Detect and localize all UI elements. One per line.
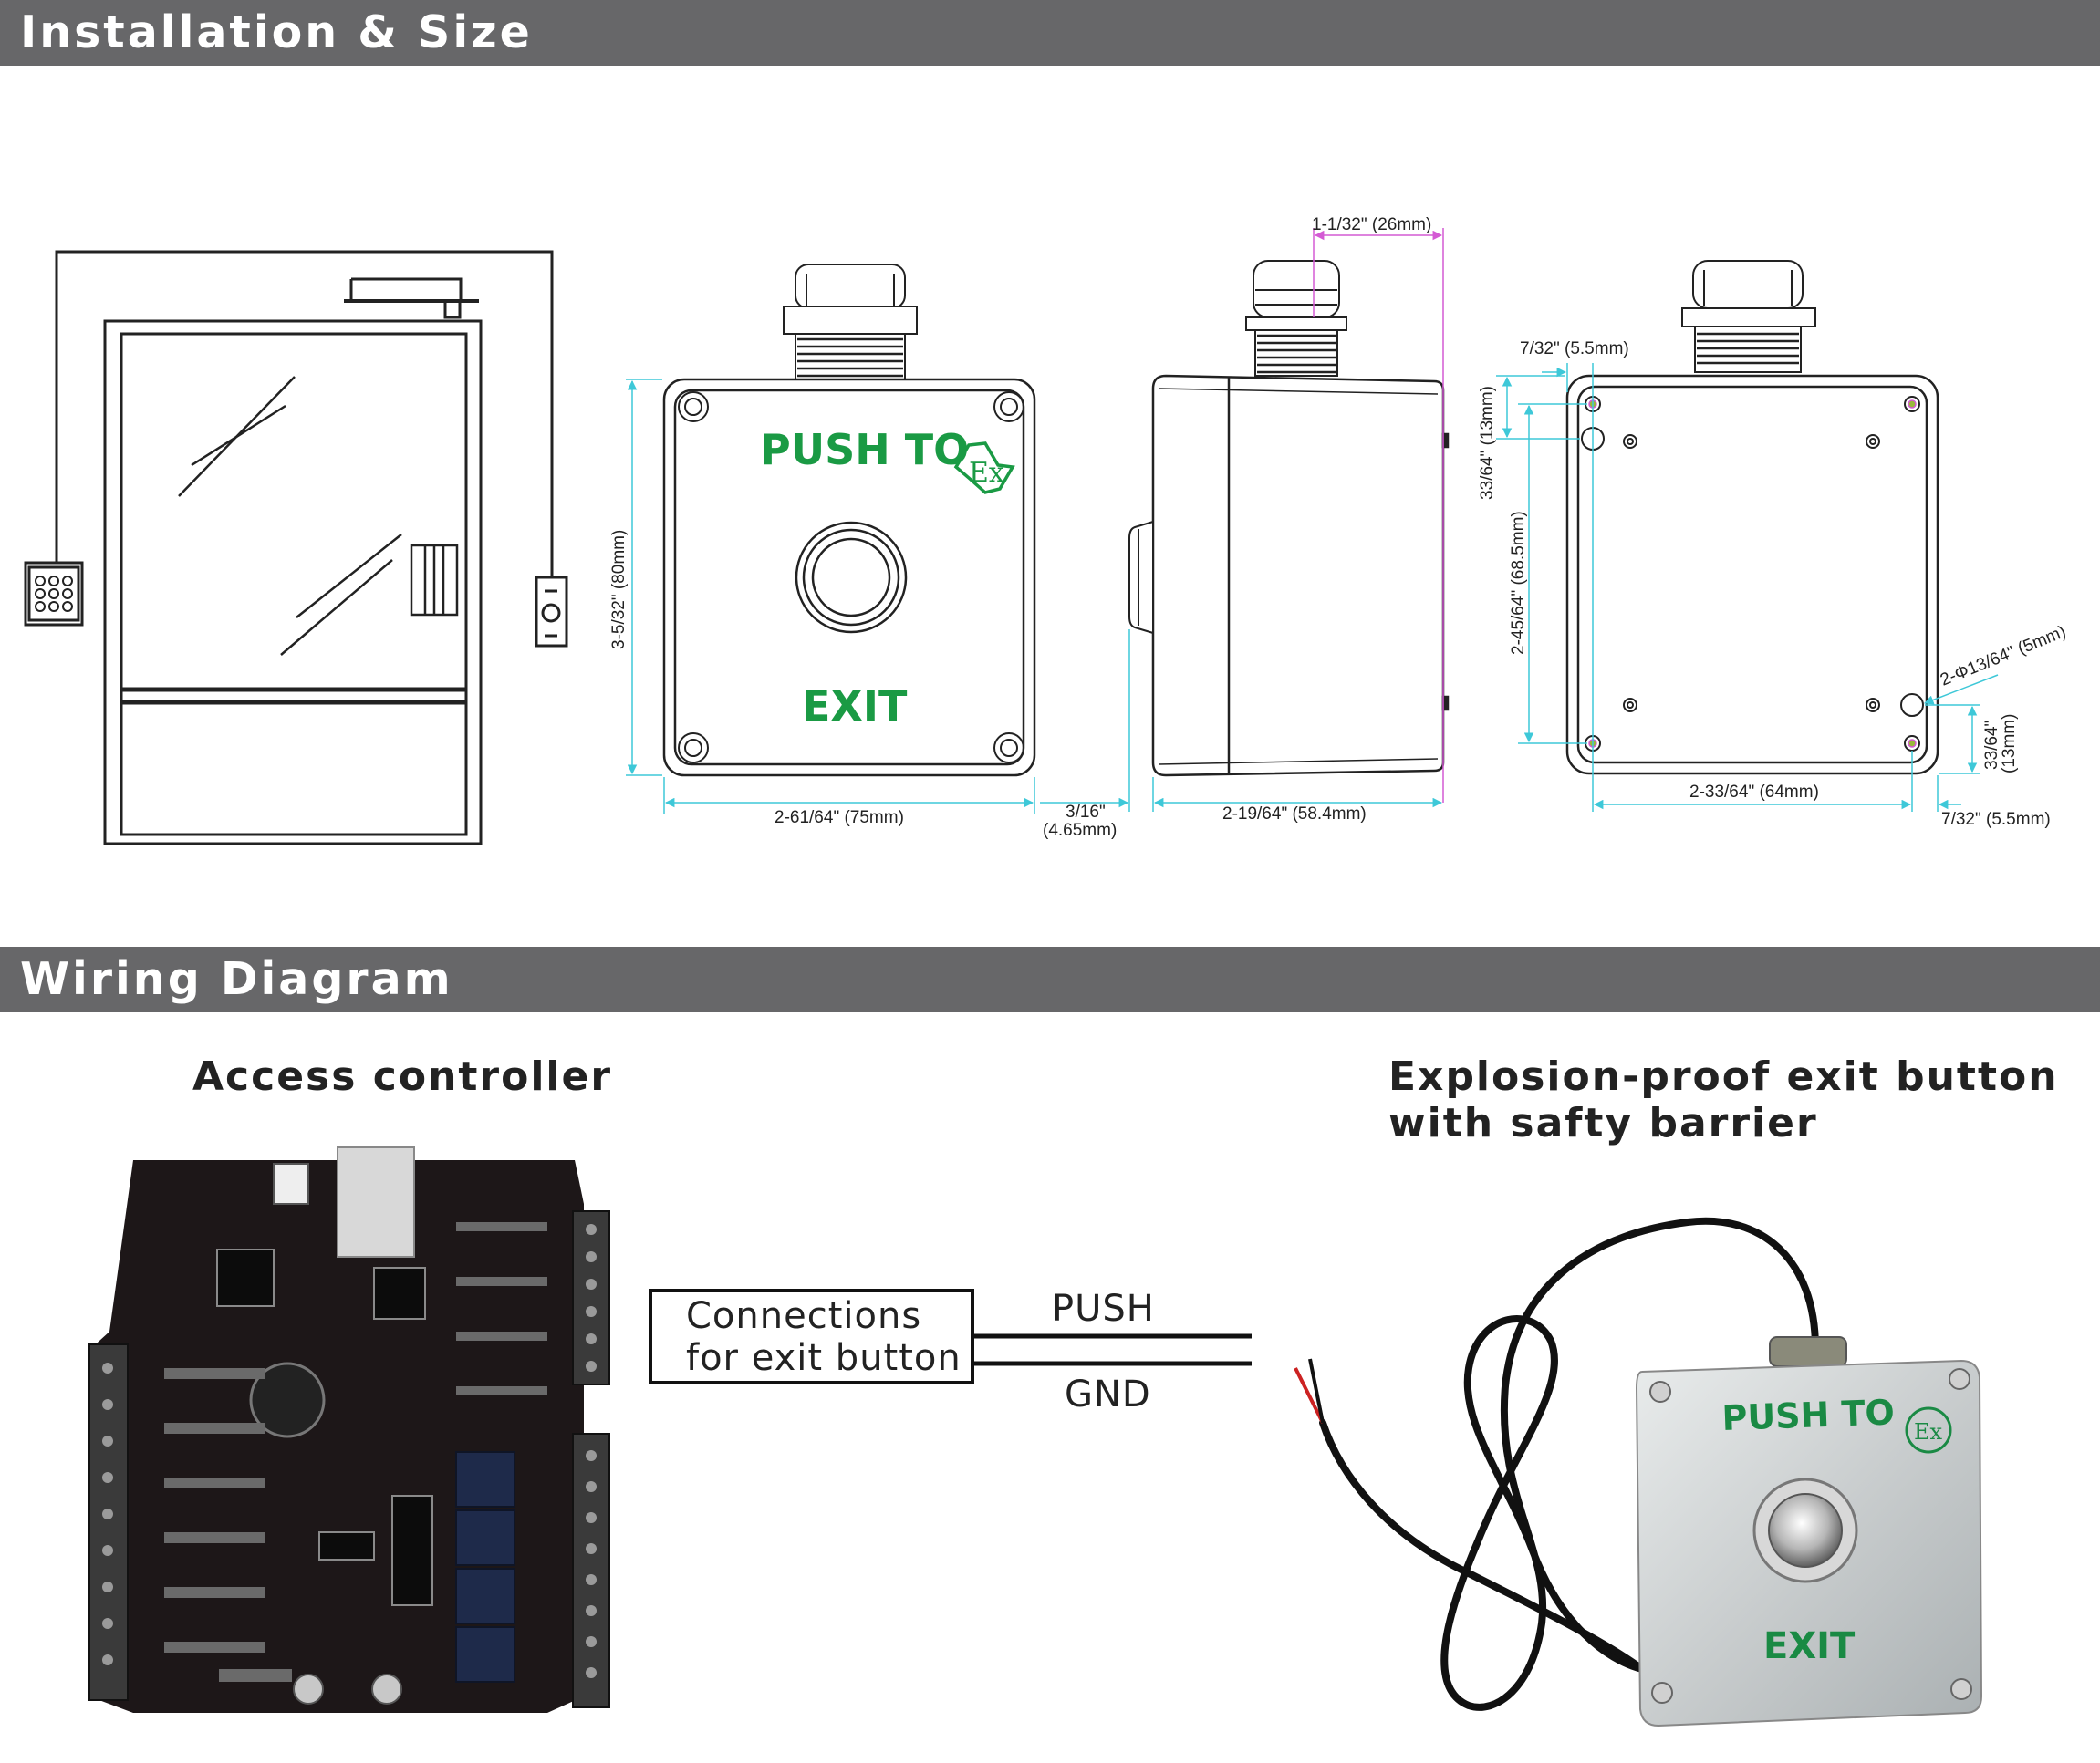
enclosure-side [1151, 374, 1450, 777]
enclosure-front [662, 378, 1036, 777]
hole-offset-top-label: 7/32" (5.5mm) [1520, 339, 1629, 358]
explosion-proof-exit-button-photo: PUSH TO Ex EXIT [1294, 1217, 1983, 1727]
battery [249, 1362, 326, 1438]
side-depth-label: 2-19/64" (58.4mm) [1222, 804, 1367, 824]
button-protrusion-dimension [1040, 629, 1154, 812]
exit-button-title-line2: with safty barrier [1388, 1100, 1818, 1146]
connection-box-line2: for exit button [686, 1337, 962, 1379]
hole-offset-side-dimension [1937, 775, 1961, 812]
front-height-label: 3-5/32" (80mm) [609, 530, 629, 649]
exit-button-title-line1: Explosion-proof exit button [1388, 1053, 2059, 1100]
button-side-protrusion [1128, 520, 1154, 635]
front-height-dimension [626, 379, 662, 776]
installation-section-banner: Installation & Size [0, 0, 2100, 66]
push-button-front [795, 521, 908, 634]
photo-ex-mark-text: Ex [1914, 1419, 1943, 1445]
hole-bottom-offset-inch-label: 33/64" [1982, 721, 2001, 770]
photo-screws [1649, 1368, 1972, 1704]
glass-reflection-lines [178, 376, 402, 656]
terminal-blocks-right [572, 1210, 610, 1708]
hole-spacing-vertical-label: 2-45/64" (68.5mm) [1509, 511, 1528, 655]
signal-wires [972, 1333, 1252, 1366]
connection-box-line1: Connections [686, 1295, 921, 1337]
gland-photo [1769, 1336, 1847, 1367]
hole-offset-side-label: 7/32" (5.5mm) [1941, 810, 2051, 829]
installation-section-title: Installation & Size [20, 6, 533, 58]
hole-bottom-offset-mm-label: (13mm) [2000, 714, 2019, 773]
wiring-section-title: Wiring Diagram [20, 953, 453, 1005]
cable-gland-side [1245, 260, 1347, 377]
hole-vertical-offset-label: 33/64" (13mm) [1478, 386, 1497, 500]
jumper-header [273, 1163, 309, 1205]
enclosure-back [1565, 374, 1939, 775]
keypad-reader [24, 561, 84, 627]
photo-push-to-label: PUSH TO [1721, 1392, 1896, 1438]
gland-offset-label: 1-1/32" (26mm) [1312, 215, 1431, 234]
magnetic-lock [344, 277, 479, 319]
side-view-drawing: 1-1/32" (26mm) 3/16" (4.65mm) 2-19/64" (… [1040, 215, 1450, 840]
photo-ex-mark-icon: Ex [1905, 1406, 1952, 1454]
wiring-section-banner: Wiring Diagram [0, 947, 2100, 1012]
push-wire-label: PUSH [1052, 1288, 1155, 1330]
protrusion-inch-label: 3/16" [1066, 803, 1106, 822]
access-controller-board [88, 1146, 610, 1713]
hole-vertical-offset-dimension [1496, 375, 1580, 440]
ex-mark-icon: Ex [953, 441, 1015, 494]
terminal-screws [102, 1224, 597, 1678]
hole-bottom-offset-dimension [1925, 704, 1980, 774]
corner-screws-front [678, 391, 1024, 763]
photo-exit-label: EXIT [1763, 1625, 1856, 1667]
front-width-label: 2-61/64" (75mm) [775, 808, 904, 827]
hole-spacing-vertical-dimension [1518, 403, 1587, 744]
access-controller-title: Access controller [192, 1053, 612, 1100]
protrusion-mm-label: (4.65mm) [1043, 821, 1117, 840]
exit-label: EXIT [802, 681, 908, 731]
ex-mark-text: Ex [969, 457, 1004, 489]
door-handle [410, 544, 459, 617]
cable-gland-back [1681, 260, 1816, 373]
hole-offset-top-dimension [1542, 363, 1594, 812]
front-width-dimension [663, 777, 1035, 814]
door-installation-illustration [24, 250, 568, 845]
hole-spacing-horizontal-dimension [1593, 751, 1913, 812]
door-frame [103, 319, 483, 845]
push-to-label: PUSH TO [760, 425, 969, 474]
rj45-connector [337, 1146, 415, 1258]
hole-diameter-label: 2-Φ13/64" (5mm) [1938, 622, 2069, 690]
wiring-loop [55, 250, 554, 577]
exit-button-on-wall [535, 576, 568, 648]
relays [455, 1451, 515, 1683]
cable-wire-ends [1294, 1358, 1325, 1424]
hole-spacing-horizontal-label: 2-33/64" (64mm) [1689, 783, 1819, 802]
hole-diameter-leader [1924, 674, 1999, 705]
gland-offset-dimension [1313, 228, 1444, 803]
terminal-blocks-left [88, 1343, 129, 1701]
chips [216, 1249, 433, 1606]
resistor-arrays [164, 1222, 547, 1682]
front-view-drawing: PUSH TO Ex EXIT 3-5/32" (80mm) 2-61/64" … [609, 264, 1036, 827]
gnd-wire-label: GND [1065, 1374, 1151, 1416]
cable-gland-front [783, 264, 918, 382]
cable [1319, 1217, 1819, 1711]
exit-button-connection-box: Connections for exit button [649, 1289, 974, 1384]
capacitors [293, 1674, 402, 1705]
back-view-drawing: 7/32" (5.5mm) 33/64" (13mm) 2-45/64" (68… [1478, 260, 2069, 829]
photo-push-button [1752, 1478, 1858, 1583]
